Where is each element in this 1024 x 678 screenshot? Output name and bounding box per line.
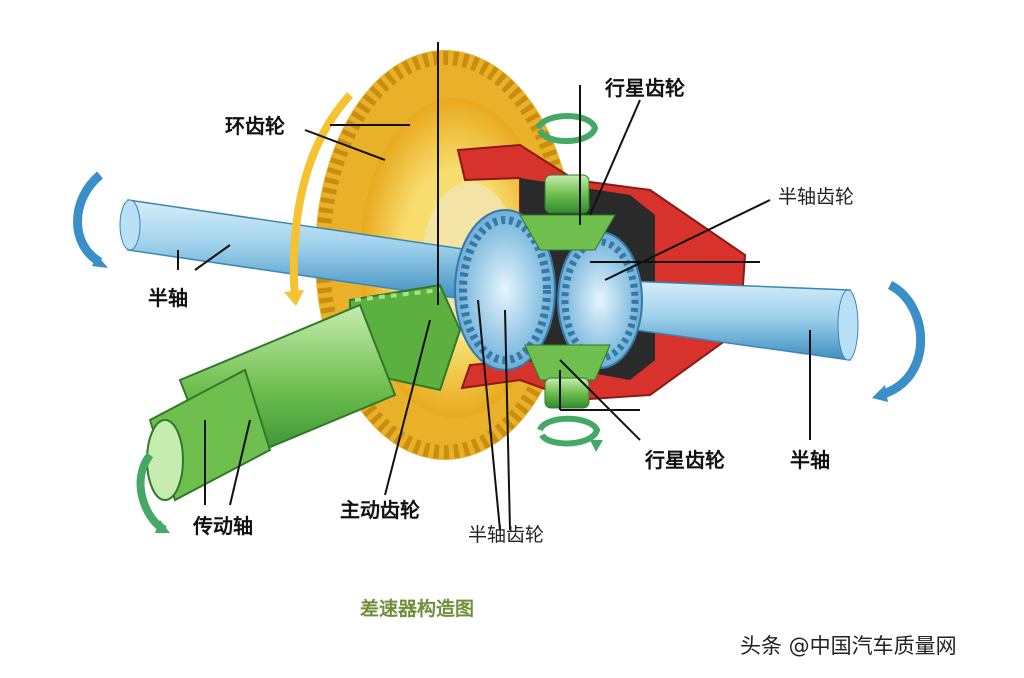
label-ring-gear: 环齿轮 [225, 114, 285, 138]
label-planet-gear-top: 行星齿轮 [605, 76, 685, 100]
label-side-gear-right: 半轴齿轮 [778, 186, 855, 208]
drive-shaft [146, 303, 397, 502]
planet-gear-top [519, 174, 616, 251]
label-side-gear-bottom: 半轴齿轮 [468, 524, 545, 546]
label-drive-shaft: 传动轴 [193, 514, 253, 538]
label-half-shaft-left: 半轴 [148, 286, 188, 310]
watermark: 头条 @中国汽车质量网 [740, 634, 957, 658]
diagram-caption: 差速器构造图 [360, 598, 475, 620]
rotation-arrows [73, 92, 926, 534]
label-planet-gear-bottom: 行星齿轮 [645, 448, 725, 472]
leader-lines [177, 42, 811, 531]
label-half-shaft-right: 半轴 [790, 448, 830, 472]
planet-gear-bottom [524, 344, 611, 409]
left-half-shaft [119, 199, 471, 301]
label-drive-pinion: 主动齿轮 [340, 498, 420, 522]
